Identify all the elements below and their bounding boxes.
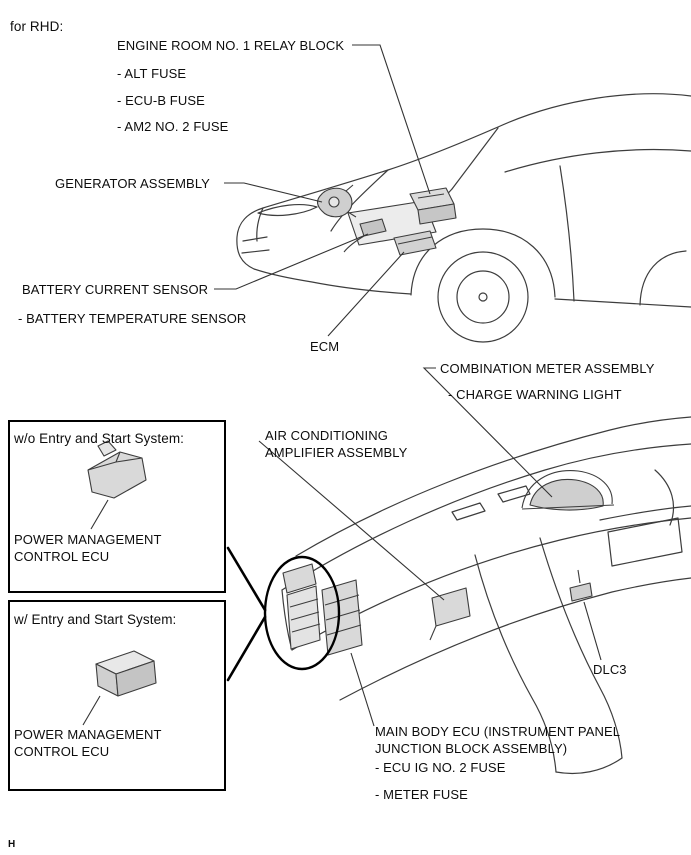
variant-box-without-entry	[8, 420, 226, 593]
instrument-panel-parts	[282, 470, 615, 656]
main-body-ecu-part	[321, 579, 363, 656]
charge-warning-light-label: - CHARGE WARNING LIGHT	[448, 387, 622, 402]
headlight-shape	[257, 203, 318, 217]
leader-pm-ecu-2	[82, 695, 101, 726]
leader-combination-meter	[422, 367, 553, 498]
ecm-label: ECM	[310, 339, 340, 354]
generator-part	[317, 184, 357, 218]
main-body-ecu-label: MAIN BODY ECU (INSTRUMENT PANEL JUNCTION…	[375, 724, 621, 756]
combination-meter-part	[521, 470, 615, 511]
combination-meter-label: COMBINATION METER ASSEMBLY	[440, 361, 655, 376]
battery-temperature-sensor-label: - BATTERY TEMPERATURE SENSOR	[18, 311, 247, 326]
ac-amplifier-part	[429, 587, 471, 641]
ac-amplifier-label: AIR CONDITIONING AMPLIFIER ASSEMBLY	[265, 428, 408, 460]
dash-vent	[451, 502, 486, 521]
power-management-ecu-drawing-without-entry	[87, 440, 147, 499]
battery-current-sensor-label: BATTERY CURRENT SENSOR	[22, 282, 209, 297]
generator-assembly-label: GENERATOR ASSEMBLY	[55, 176, 210, 191]
engine-bay-parts	[317, 184, 457, 256]
leader-battery-sensor	[214, 233, 369, 290]
leader-main-body-ecu	[350, 652, 375, 727]
highlight-ellipse	[263, 555, 341, 671]
variant-arrow	[226, 546, 267, 682]
leader-dlc3	[583, 601, 602, 661]
variant-box-with-entry	[8, 600, 226, 791]
leader-ac-amplifier	[258, 440, 445, 601]
battery-current-sensor-part	[343, 218, 387, 253]
dash-side-ecu-stack	[282, 563, 321, 650]
front-wheel	[437, 251, 529, 343]
dlc3-part	[569, 569, 593, 602]
relay-block-part	[409, 187, 457, 225]
variant-box-with-entry-title: w/ Entry and Start System:	[14, 612, 177, 627]
relay-block-fuse-item-am2: - AM2 NO. 2 FUSE	[117, 119, 229, 134]
meter-fuse-label: - METER FUSE	[375, 787, 468, 802]
leader-generator	[224, 182, 323, 203]
power-management-ecu-drawing-with-entry	[95, 650, 157, 697]
region-note-label: for RHD:	[10, 19, 64, 34]
instrument-panel-illustration	[281, 416, 691, 775]
power-management-ecu-label-2: POWER MANAGEMENT CONTROL ECU	[14, 727, 162, 759]
page-footer-mark: H	[8, 839, 16, 850]
variant-box-without-entry-title: w/o Entry and Start System:	[14, 431, 185, 446]
power-management-ecu-label-1: POWER MANAGEMENT CONTROL ECU	[14, 532, 162, 564]
car-front-illustration	[236, 93, 691, 343]
ecm-part	[393, 230, 437, 256]
leader-lines	[82, 44, 602, 727]
glove-box	[607, 517, 683, 567]
relay-block-fuse-item-ecu-b: - ECU-B FUSE	[117, 93, 205, 108]
dlc3-label: DLC3	[593, 662, 627, 677]
engine-relay-block-label: ENGINE ROOM NO. 1 RELAY BLOCK	[117, 38, 345, 53]
ecu-ig-fuse-label: - ECU IG NO. 2 FUSE	[375, 760, 506, 775]
leader-ecm	[327, 251, 405, 337]
leader-pm-ecu-1	[90, 499, 109, 530]
dash-vent	[497, 485, 531, 503]
leader-relay-block	[352, 44, 431, 195]
relay-block-fuse-item-alt: - ALT FUSE	[117, 66, 187, 81]
